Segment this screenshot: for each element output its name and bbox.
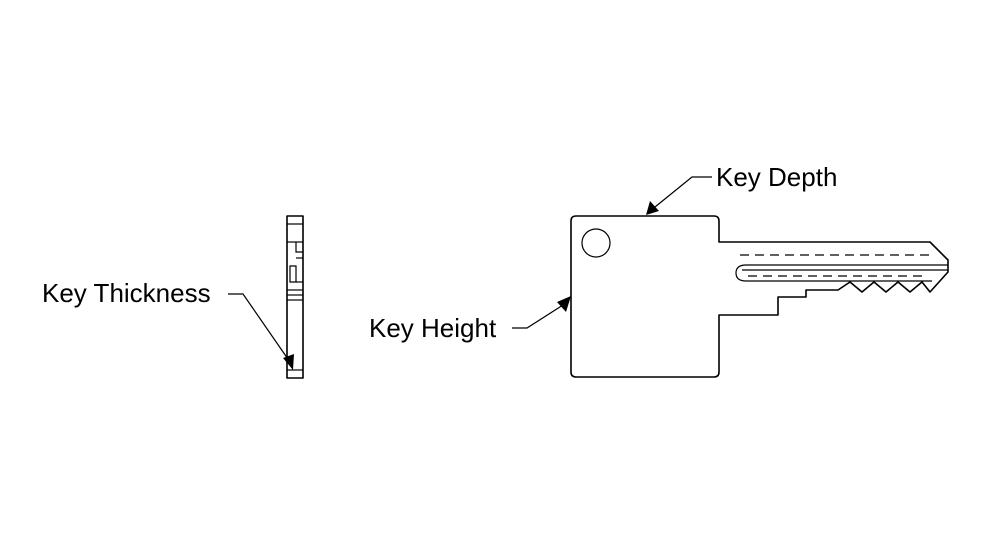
- key-thickness-arrowhead: [283, 354, 294, 370]
- key-thickness-leader: [228, 293, 291, 363]
- key-thickness-callout: Key Thickness: [42, 278, 294, 370]
- key-side-view: [286, 215, 304, 379]
- key-height-callout: Key Height: [369, 296, 571, 343]
- key-thickness-label: Key Thickness: [42, 278, 211, 308]
- key-height-arrowhead: [557, 296, 571, 312]
- key-depth-callout: Key Depth: [646, 162, 837, 215]
- key-front-view: [570, 215, 949, 378]
- key-depth-arrowhead: [646, 201, 659, 215]
- key-height-leader: [512, 304, 564, 329]
- key-depth-leader: [654, 176, 712, 208]
- key-ring-hole: [581, 228, 611, 258]
- key-height-label: Key Height: [369, 313, 497, 343]
- key-depth-label: Key Depth: [716, 162, 837, 192]
